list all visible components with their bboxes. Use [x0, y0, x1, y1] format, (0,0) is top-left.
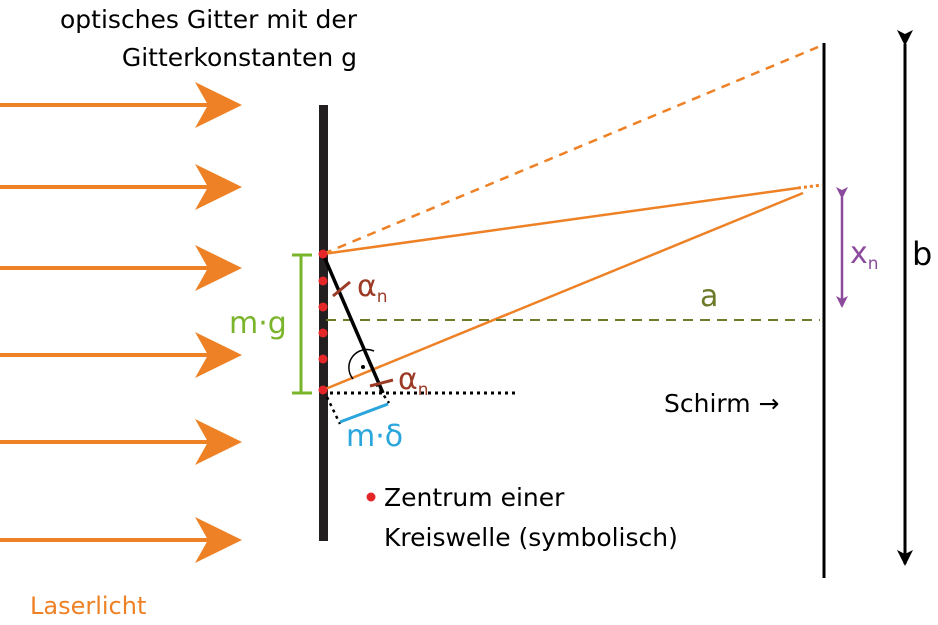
wave-center-dot — [318, 354, 328, 364]
right-angle-mark — [348, 348, 375, 380]
mg-bracket — [292, 253, 312, 395]
laser-arrow — [0, 164, 242, 210]
xn-label: xn — [850, 236, 879, 274]
path-difference-line — [339, 402, 389, 424]
distance-a-label: a — [700, 279, 718, 314]
mg-label: m·g — [229, 306, 287, 341]
ray-lower — [322, 191, 804, 392]
legend-line-2: Kreiswelle (symbolisch) — [384, 523, 678, 552]
legend-dot — [366, 492, 376, 502]
wave-centers — [318, 249, 328, 395]
laser-label: Laserlicht — [30, 592, 146, 620]
laser-arrows — [0, 82, 242, 563]
title-line-2: Gitterkonstanten g — [122, 43, 357, 72]
right-angle-dot — [361, 365, 365, 369]
alpha-label-upper: αn — [357, 269, 388, 307]
laser-arrow — [0, 419, 242, 465]
wave-center-dot — [318, 385, 328, 395]
laser-arrow — [0, 82, 242, 128]
alpha-label-lower: αn — [398, 362, 429, 400]
legend-line-1: Zentrum einer — [384, 483, 565, 512]
wave-center-dot — [318, 276, 328, 286]
ray-upper — [322, 186, 799, 256]
alpha-mark-lower — [369, 378, 394, 388]
title-line-1: optisches Gitter mit der — [60, 5, 358, 34]
wave-center-dot — [318, 249, 328, 259]
screen-label: Schirm → — [664, 389, 780, 418]
wavefront-line — [321, 253, 385, 394]
ray-dotted-end — [797, 183, 823, 190]
alpha-mark-upper — [332, 280, 351, 298]
grating — [319, 105, 328, 541]
wave-center-dot — [318, 328, 328, 338]
b-label: b — [912, 235, 932, 273]
delta-dotted-left — [325, 396, 342, 425]
md-label: m·δ — [346, 419, 403, 454]
wave-center-dot — [318, 302, 328, 312]
laser-arrow — [0, 245, 242, 291]
laser-arrow — [0, 517, 242, 563]
laser-arrow — [0, 332, 242, 378]
ray-dashed-upper — [322, 45, 819, 256]
